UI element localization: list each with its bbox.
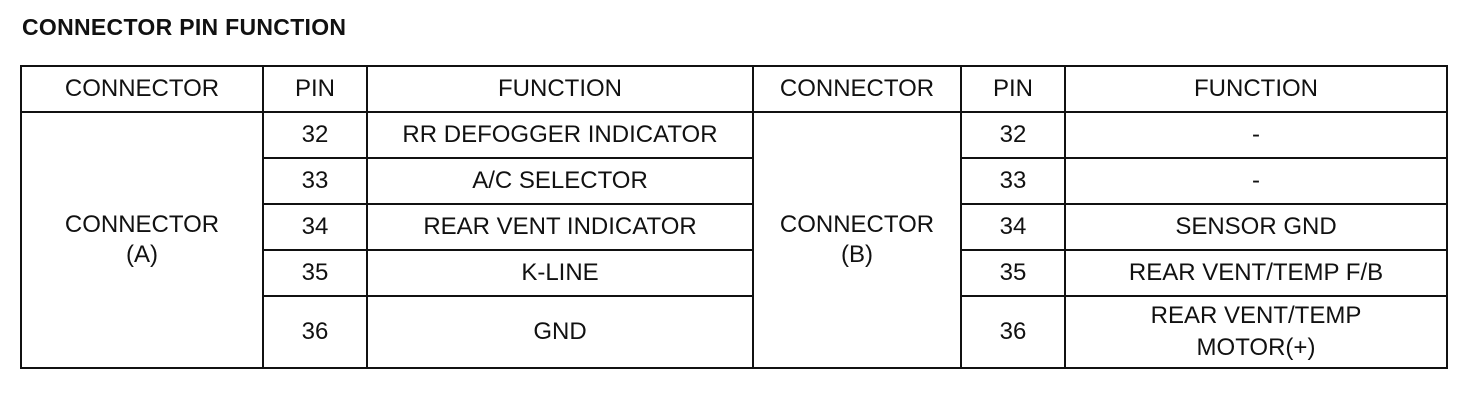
pin-a-33: 33	[262, 157, 368, 205]
function-b-36-line2: MOTOR(+)	[1196, 334, 1316, 361]
connector-b-cell: CONNECTOR (B)	[752, 111, 962, 369]
table-row: 34 REAR VENT INDICATOR 34 SENSOR GND	[21, 203, 1448, 251]
function-a-34: REAR VENT INDICATOR	[366, 203, 754, 251]
header-function-a: FUNCTION	[366, 65, 754, 113]
pin-a-36: 36	[262, 295, 368, 369]
pin-a-32: 32	[262, 111, 368, 159]
page-title: CONNECTOR PIN FUNCTION	[22, 14, 347, 40]
header-pin-a: PIN	[262, 65, 368, 113]
pin-b-34: 34	[960, 203, 1066, 251]
connector-a-label: CONNECTOR	[64, 211, 220, 238]
table-row: 36 GND 36 REAR VENT/TEMP MOTOR(+)	[21, 295, 1448, 369]
connector-a-id: (A)	[126, 241, 158, 268]
table-row: 33 A/C SELECTOR 33 -	[21, 157, 1448, 205]
connector-a-cell: CONNECTOR (A)	[20, 111, 264, 369]
pin-b-35: 35	[960, 249, 1066, 297]
function-b-35: REAR VENT/TEMP F/B	[1064, 249, 1448, 297]
table-row: CONNECTOR (A) 32 RR DEFOGGER INDICATOR C…	[20, 111, 1448, 369]
pin-b-32: 32	[960, 111, 1066, 159]
header-function-b: FUNCTION	[1064, 65, 1448, 113]
connector-b-label: CONNECTOR	[779, 211, 935, 238]
pin-b-33: 33	[960, 157, 1066, 205]
function-b-33: -	[1064, 157, 1448, 205]
pin-a-34: 34	[262, 203, 368, 251]
function-b-32: -	[1064, 111, 1448, 159]
pin-a-35: 35	[262, 249, 368, 297]
function-a-36: GND	[366, 295, 754, 369]
function-b-36-line1: REAR VENT/TEMP	[1150, 302, 1362, 329]
table-row: 35 K-LINE 35 REAR VENT/TEMP F/B	[21, 249, 1448, 297]
connector-b-id: (B)	[841, 241, 873, 268]
pin-b-36: 36	[960, 295, 1066, 369]
function-b-34: SENSOR GND	[1064, 203, 1448, 251]
header-row: CONNECTOR PIN FUNCTION CONNECTOR PIN FUN…	[20, 65, 1448, 113]
function-a-33: A/C SELECTOR	[366, 157, 754, 205]
connector-pin-table: CONNECTOR PIN FUNCTION CONNECTOR PIN FUN…	[20, 65, 1448, 369]
function-a-32: RR DEFOGGER INDICATOR	[366, 111, 754, 159]
header-connector-a: CONNECTOR	[20, 65, 264, 113]
header-pin-b: PIN	[960, 65, 1066, 113]
function-a-35: K-LINE	[366, 249, 754, 297]
function-b-36: REAR VENT/TEMP MOTOR(+)	[1064, 295, 1448, 369]
header-connector-b: CONNECTOR	[752, 65, 962, 113]
